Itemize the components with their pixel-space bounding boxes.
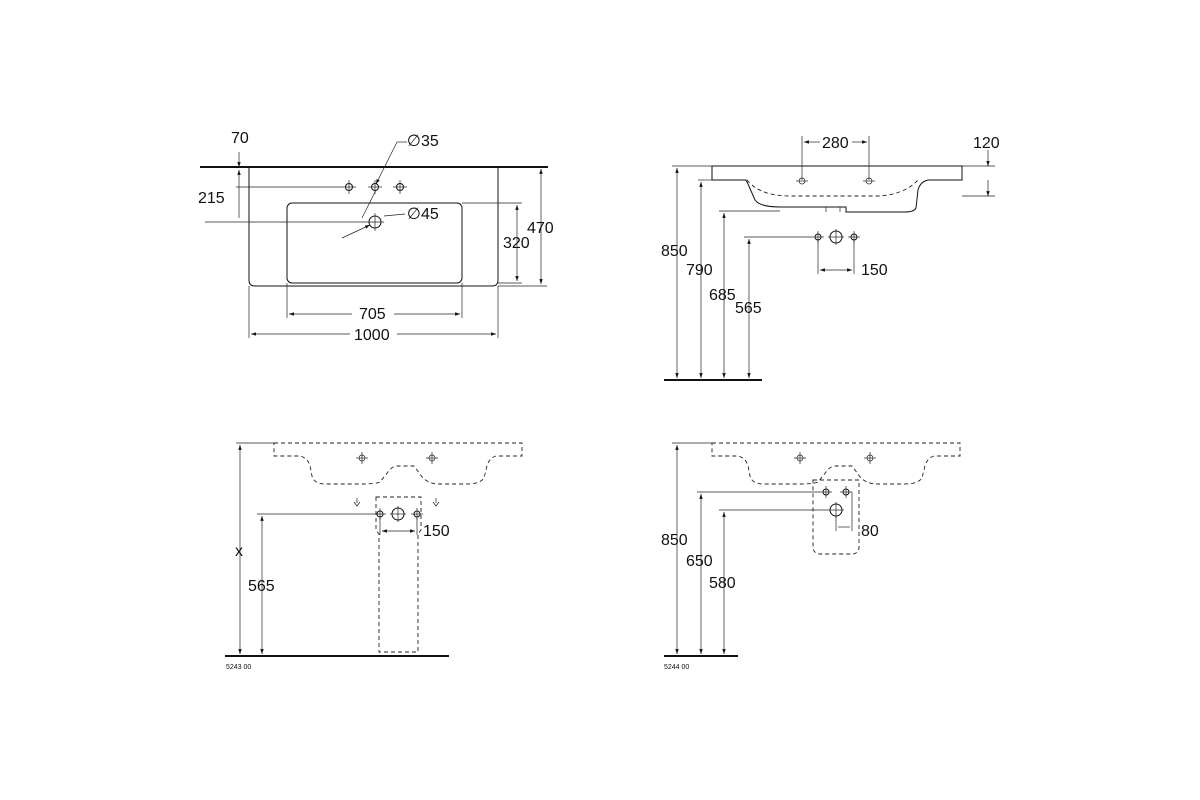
dim-diameter-35: ∅35 bbox=[407, 133, 439, 150]
dim-685: 685 bbox=[709, 287, 736, 304]
dim-650: 650 bbox=[686, 553, 713, 570]
dim-320: 320 bbox=[503, 235, 530, 252]
dim-diameter-45: ∅45 bbox=[407, 206, 439, 223]
basin-bowl bbox=[286, 202, 463, 284]
dim-215: 215 bbox=[198, 190, 225, 207]
semi-pedestal-view: 80 850 650 580 5244 00 bbox=[661, 442, 961, 671]
dim-580: 580 bbox=[709, 575, 736, 592]
product-code: 5243 00 bbox=[226, 664, 251, 671]
dim-850: 850 bbox=[661, 243, 688, 260]
waste-outlet-icon bbox=[390, 506, 406, 522]
basin-profile bbox=[711, 165, 963, 213]
basin-outline bbox=[248, 167, 499, 287]
supply-valve-icon bbox=[840, 486, 852, 498]
top-view: 70 215 ∅35 ∅45 320 470 705 10 bbox=[198, 130, 554, 344]
dim-790: 790 bbox=[686, 262, 713, 279]
dim-565: 565 bbox=[248, 578, 275, 595]
dim-70: 70 bbox=[231, 130, 249, 147]
dim-120: 120 bbox=[973, 135, 1000, 152]
dim-705: 705 bbox=[359, 306, 386, 323]
dim-280: 280 bbox=[822, 135, 849, 152]
pedestal-hidden-outline bbox=[375, 496, 422, 653]
pedestal-view: 150 x 565 5243 00 bbox=[225, 442, 523, 671]
dim-1000: 1000 bbox=[354, 327, 390, 344]
waste-outlet-icon bbox=[828, 229, 844, 245]
arrow-down-icon bbox=[432, 498, 440, 507]
tap-hole-icon bbox=[794, 452, 806, 464]
dim-850: 850 bbox=[661, 532, 688, 549]
tap-hole-icon bbox=[426, 452, 438, 464]
tap-hole-icon bbox=[342, 180, 356, 194]
tap-hole-icon bbox=[393, 180, 407, 194]
waste-outlet-icon bbox=[828, 502, 844, 518]
supply-valve-icon bbox=[820, 486, 832, 498]
drain-hole-icon bbox=[366, 213, 384, 231]
basin-hidden-outline bbox=[273, 442, 523, 485]
dim-80: 80 bbox=[861, 523, 879, 540]
arrow-down-icon bbox=[353, 498, 361, 507]
front-view: 280 120 850 790 685 bbox=[661, 135, 1000, 381]
tap-hole-icon bbox=[356, 452, 368, 464]
dim-470: 470 bbox=[527, 220, 554, 237]
basin-hidden-outline bbox=[711, 442, 961, 485]
semi-pedestal-hidden-outline bbox=[812, 479, 860, 555]
product-code: 5244 00 bbox=[664, 664, 689, 671]
dim-150: 150 bbox=[861, 262, 888, 279]
dim-150: 150 bbox=[423, 523, 450, 540]
dim-565: 565 bbox=[735, 300, 762, 317]
dim-x: x bbox=[235, 543, 243, 560]
bowl-hidden-line bbox=[746, 179, 919, 197]
tap-hole-icon bbox=[864, 452, 876, 464]
